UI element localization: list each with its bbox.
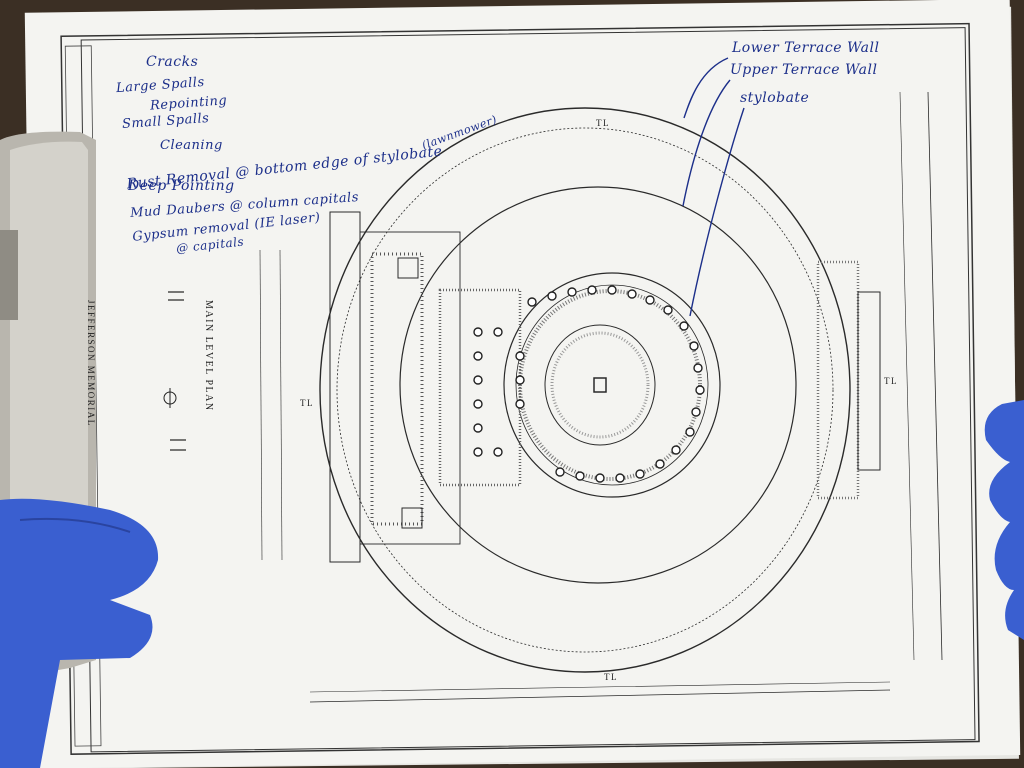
label-upper-terrace-wall: Upper Terrace Wall [730, 62, 878, 78]
glove-right [984, 400, 1024, 640]
north-arrow [163, 388, 177, 408]
floor-plan [259, 57, 943, 703]
label-lower-terrace-wall: Lower Terrace Wall [732, 40, 880, 56]
centerline-label-bottom: TL [604, 672, 618, 682]
label-stylobate: stylobate [740, 90, 810, 106]
note-cracks: Cracks [146, 54, 199, 70]
note-deep-pointing: Deep Pointing [128, 178, 235, 194]
columns [473, 285, 705, 483]
sheet-title: MAIN LEVEL PLAN [203, 300, 214, 412]
centerline-label-left: TL [300, 398, 314, 408]
memorial-name: JEFFERSON MEMORIAL [86, 300, 96, 427]
note-cleaning: Cleaning [160, 138, 223, 153]
centerline-label-top: TL [596, 118, 610, 128]
centerline-label-right: TL [884, 376, 898, 386]
glove-left [0, 498, 159, 768]
scale-bars [168, 291, 186, 451]
